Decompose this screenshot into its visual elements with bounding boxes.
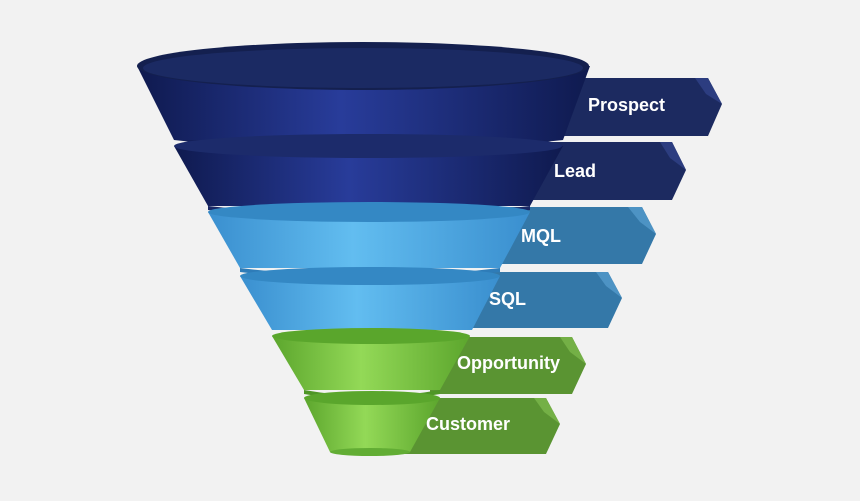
stage-label-opportunity: Opportunity xyxy=(457,353,560,373)
stage-label-prospect: Prospect xyxy=(588,95,665,115)
stage-label-sql: SQL xyxy=(489,289,526,309)
funnel-band-mql xyxy=(208,202,530,280)
ribbon-lead xyxy=(528,142,686,200)
ribbon-opportunity xyxy=(430,337,586,394)
ribbon-customer xyxy=(400,398,560,454)
ribbon-sql xyxy=(460,272,622,328)
funnel-band-lead xyxy=(174,134,563,219)
ribbon-mql xyxy=(492,207,656,264)
stage-label-mql: MQL xyxy=(521,226,561,246)
funnel-band-prospect xyxy=(137,42,590,151)
funnel-band-opportunity xyxy=(272,328,470,400)
funnel-band-sql xyxy=(240,267,500,330)
funnel-band-customer xyxy=(304,391,440,456)
stage-label-customer: Customer xyxy=(426,414,510,434)
stage-label-lead: Lead xyxy=(554,161,596,181)
